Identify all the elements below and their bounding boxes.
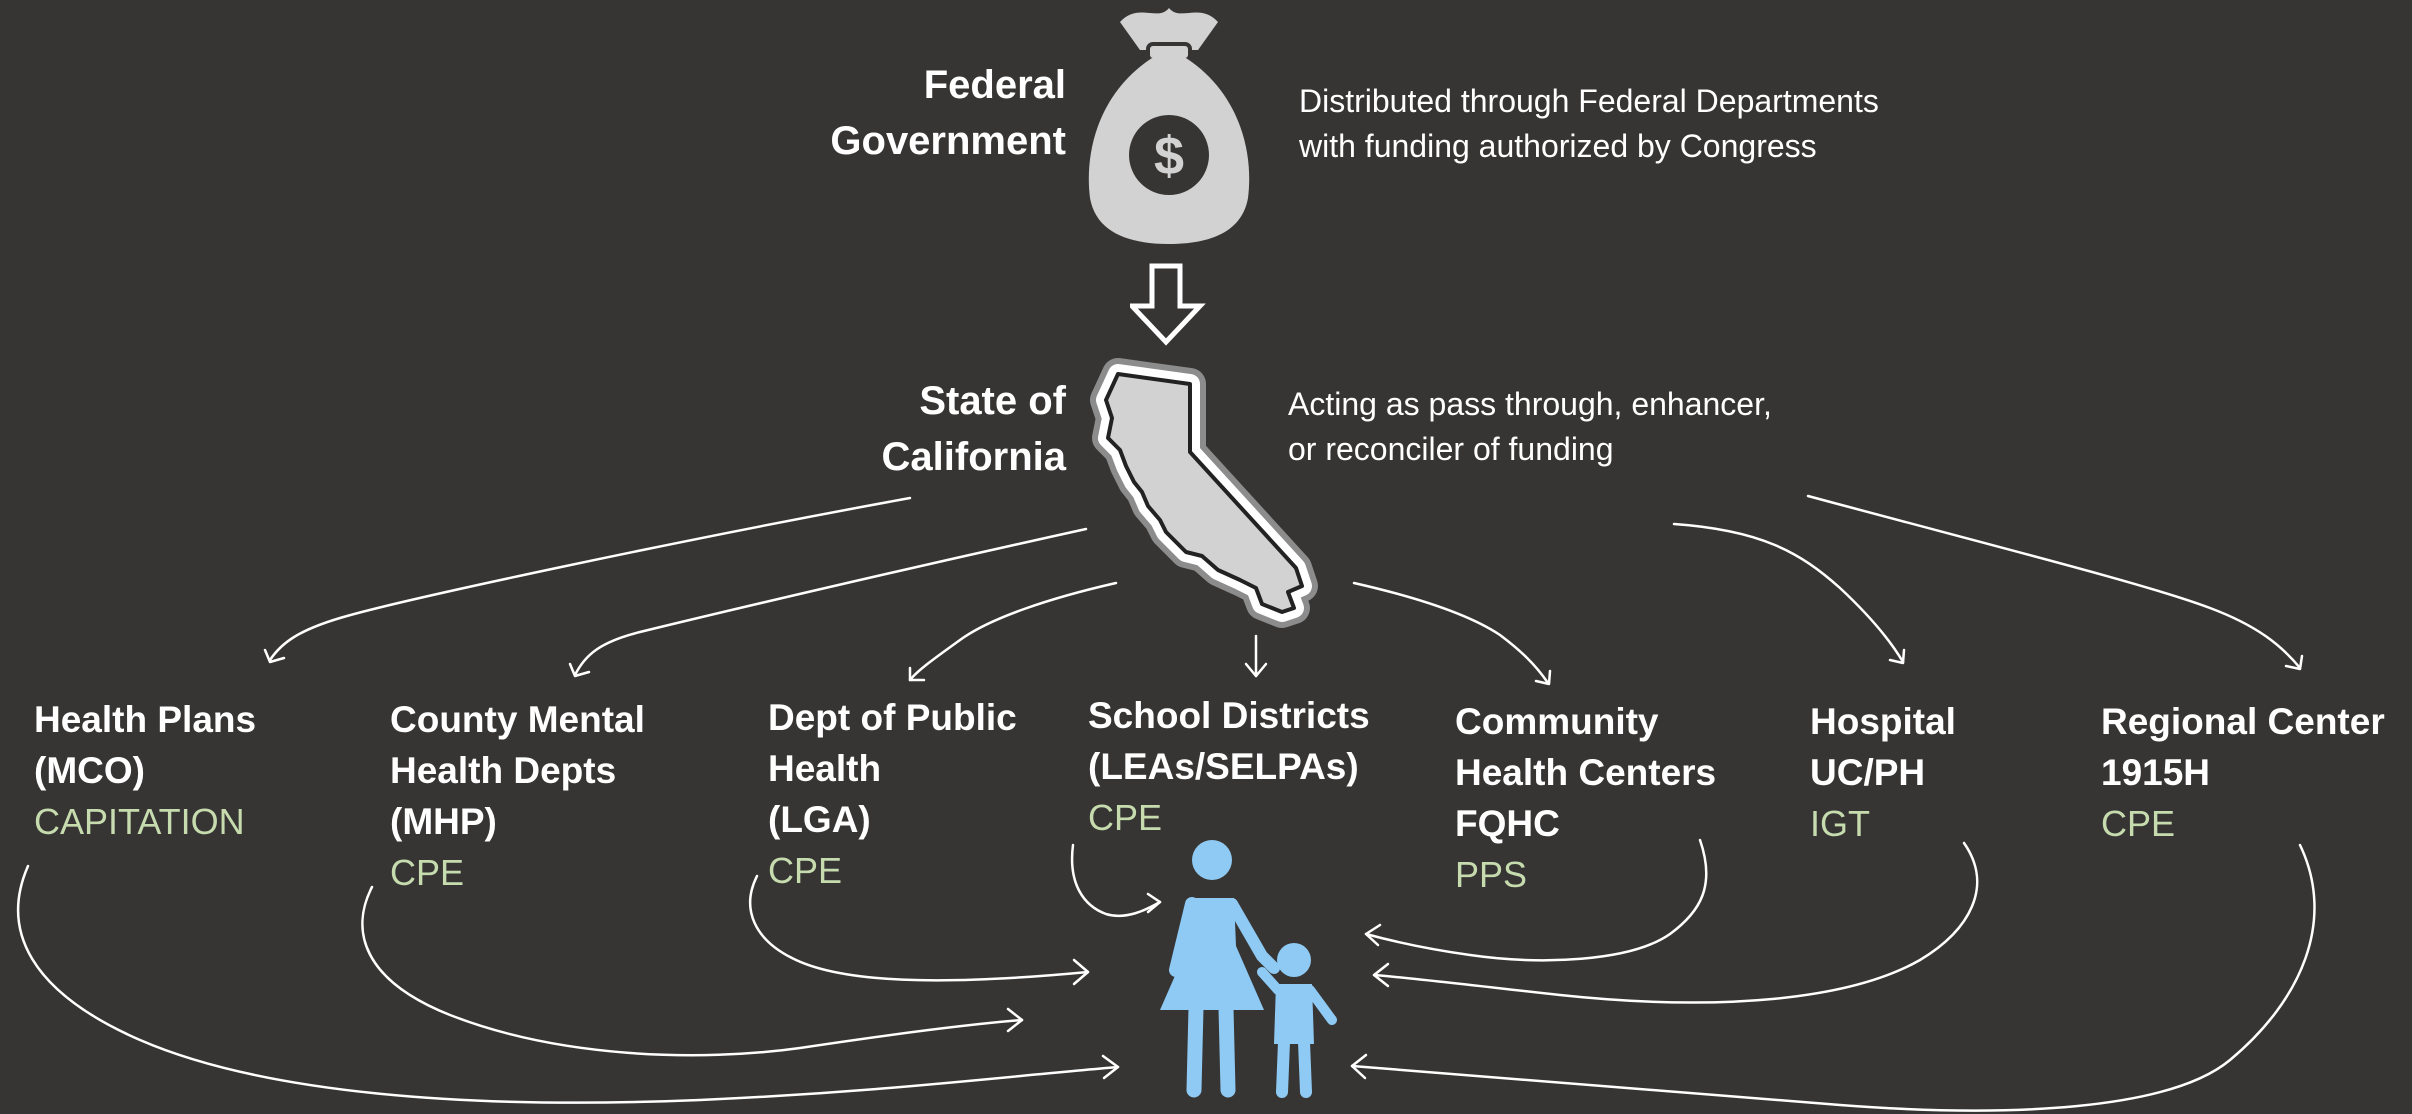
state-note: Acting as pass through, enhancer, or rec… [1288,382,1772,472]
state-note-line2: or reconciler of funding [1288,431,1614,467]
entity-mco: Health Plans (MCO) CAPITATION [34,694,256,847]
entity-lea-mechanism: CPE [1088,797,1163,838]
entity-regional-name-line2: 1915H [2101,752,2211,793]
entity-fqhc-mechanism: PPS [1455,854,1528,895]
federal-government-label: Federal Government [830,57,1066,169]
federal-label-line1: Federal [923,63,1066,107]
entity-lga: Dept of Public Health (LGA) CPE [768,692,1017,896]
entity-fqhc: Community Health Centers FQHC PPS [1455,696,1716,900]
federal-note-line2: with funding authorized by Congress [1299,128,1817,164]
state-note-line1: Acting as pass through, enhancer, [1288,386,1772,422]
entity-lea: School Districts (LEAs/SELPAs) CPE [1088,690,1370,843]
state-label-line1: State of [919,379,1066,423]
entity-mco-mechanism: CAPITATION [34,801,245,842]
arrow-state-to-fqhc [1352,581,1552,686]
entity-regional: Regional Center 1915H CPE [2101,696,2385,849]
arrow-state-to-hospital [1672,522,1906,665]
arrow-state-to-mco [263,496,912,664]
arrow-mco-to-family [16,864,1120,1104]
parent-child-icon [1160,840,1337,1098]
arrow-state-to-lea [1244,634,1268,678]
state-label: State of California [882,373,1066,485]
federal-label-line2: Government [830,119,1066,163]
arrow-fqhc-to-family [1364,838,1708,962]
state-label-line2: California [881,435,1066,479]
entity-mco-name-line1: Health Plans [34,699,257,740]
entity-hospital-name-line2: UC/PH [1810,752,1926,793]
entity-mhp-name-line2: Health Depts [390,750,617,791]
federal-note: Distributed through Federal Departments … [1299,79,1879,169]
california-map-icon [1090,358,1318,628]
entity-mhp-mechanism: CPE [390,852,465,893]
entity-fqhc-name-line3: FQHC [1455,803,1560,844]
arrow-state-to-regional [1806,494,2304,671]
entity-mhp-name-line3: (MHP) [390,801,497,842]
arrow-state-to-lga [908,581,1118,682]
entity-fqhc-name-line2: Health Centers [1455,752,1717,793]
down-arrow-icon [1130,263,1206,346]
arrow-state-to-mhp [568,527,1088,678]
arrow-lea-to-family [1070,843,1162,918]
entity-lga-name-line1: Dept of Public [768,697,1017,738]
arrow-regional-to-family [1350,843,2316,1112]
entity-mhp: County Mental Health Depts (MHP) CPE [390,694,645,898]
arrow-mhp-to-family [361,885,1024,1057]
entity-mco-name-line2: (MCO) [34,750,145,791]
entity-lea-name-line2: (LEAs/SELPAs) [1088,746,1359,787]
entity-hospital: Hospital UC/PH IGT [1810,696,1956,849]
entity-regional-mechanism: CPE [2101,803,2176,844]
entity-hospital-name-line1: Hospital [1810,701,1956,742]
entity-lga-mechanism: CPE [768,850,843,891]
entity-lea-name-line1: School Districts [1088,695,1370,736]
federal-note-line1: Distributed through Federal Departments [1299,83,1879,119]
arrow-hospital-to-family [1372,841,1979,1004]
entity-regional-name-line1: Regional Center [2101,701,2385,742]
dollar-sign: $ [1154,126,1184,186]
entity-mhp-name-line1: County Mental [390,699,645,740]
entity-lga-name-line2: Health [768,748,882,789]
entity-lga-name-line3: (LGA) [768,799,871,840]
entity-fqhc-name-line1: Community [1455,701,1659,742]
money-bag-icon: $ [1088,8,1250,244]
arrow-lga-to-family [748,874,1090,986]
entity-hospital-mechanism: IGT [1810,803,1870,844]
